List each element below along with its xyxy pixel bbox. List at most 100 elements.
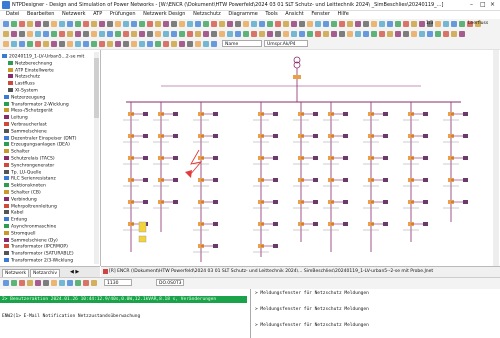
consumer-box[interactable] [213,134,218,138]
toolbar-icon[interactable] [283,21,289,27]
toolbar-icon[interactable] [11,41,17,47]
tree-item[interactable]: 20240119_1-LV-Urban5...2-se mit [2,54,84,60]
toolbar-icon[interactable] [395,21,401,27]
toolbar-icon[interactable] [115,21,121,27]
toolbar-icon[interactable] [211,21,217,27]
tree-item[interactable]: RLC Serienresistanz [4,176,56,182]
toolbar-icon[interactable] [307,31,313,37]
consumer-box[interactable] [383,200,388,204]
consumer-box[interactable] [463,200,468,204]
tree-scrollbar-thumb[interactable] [94,58,99,118]
bottom-toolbar-icon[interactable] [75,280,81,286]
toolbar-icon[interactable] [243,31,249,37]
toolbar-icon[interactable] [43,41,49,47]
toolbar-icon[interactable] [275,31,281,37]
toolbar-icon[interactable] [43,31,49,37]
fault-arrow-icon[interactable] [185,170,192,178]
toolbar-icon[interactable] [59,41,65,47]
toolbar-icon[interactable] [267,21,273,27]
toolbar-icon[interactable] [35,21,41,27]
toolbar-icon[interactable] [259,31,265,37]
fault-lightning-icon[interactable] [188,149,203,177]
tree-item[interactable]: Synchrongenerator [4,162,54,169]
toolbar-icon[interactable] [403,21,409,27]
toolbar-icon[interactable] [339,31,345,37]
toolbar-icon[interactable] [299,21,305,27]
consumer-box[interactable] [313,112,318,116]
consumer-box[interactable] [343,178,348,182]
toolbar-icon[interactable] [27,41,33,47]
toolbar-icon[interactable] [307,21,313,27]
toolbar-icon[interactable] [123,31,129,37]
consumer-box[interactable] [343,156,348,160]
toolbar-icon[interactable] [195,21,201,27]
toolbar-icon[interactable] [155,31,161,37]
toolbar-icon[interactable] [51,41,57,47]
combo-1[interactable]: 1130 [104,279,132,286]
toolbar-icon[interactable] [219,21,225,27]
toolbar-icon[interactable] [323,21,329,27]
consumer-box[interactable] [313,134,318,138]
toolbar-icon[interactable] [451,31,457,37]
toolbar-icon[interactable] [467,21,473,27]
toolbar-icon[interactable] [19,21,25,27]
toolbar-icon[interactable] [395,31,401,37]
toolbar-icon[interactable] [147,31,153,37]
toolbar-icon[interactable] [83,21,89,27]
toolbar-icon[interactable] [187,21,193,27]
toolbar-icon[interactable] [139,31,145,37]
toolbar-icon[interactable] [363,21,369,27]
consumer-box[interactable] [463,134,468,138]
consumer-box[interactable] [273,244,278,248]
toolbar-icon[interactable] [331,31,337,37]
toolbar-icon[interactable] [251,21,257,27]
toolbar-icon[interactable] [155,21,161,27]
toolbar-icon[interactable] [171,31,177,37]
canvas-scrollbar[interactable] [493,50,499,266]
toolbar-icon[interactable] [211,41,217,47]
toolbar-icon[interactable] [235,21,241,27]
toolbar-icon[interactable] [443,31,449,37]
maximize-icon[interactable]: □ [480,1,486,8]
consumer-box[interactable] [313,178,318,182]
consumer-box[interactable] [273,112,278,116]
toolbar-icon[interactable] [147,21,153,27]
consumer-box[interactable] [383,222,388,226]
toolbar-icon[interactable] [163,41,169,47]
message-highlight[interactable]: 2> Benutzeraktion 2024.01.26 10:44:12.9/… [0,296,247,303]
menu-bearbeiten[interactable]: Bearbeiten [26,11,55,17]
network-diagram[interactable] [101,50,492,266]
toolbar-icon[interactable] [435,21,441,27]
consumer-box[interactable] [213,156,218,160]
toolbar-icon[interactable] [11,31,17,37]
toolbar-icon[interactable] [387,21,393,27]
tree-item[interactable]: Mehrpoltrennleitung [4,203,57,210]
toolbar-icon[interactable] [203,41,209,47]
toolbar-icon[interactable] [107,31,113,37]
toolbar-icon[interactable] [123,41,129,47]
toolbar-icon[interactable] [115,41,121,47]
generator-box[interactable] [138,221,147,233]
tree-item[interactable]: Schutzrelais (TACS) [4,156,55,162]
consumer-box[interactable] [423,222,428,226]
zoom-select[interactable]: Name [222,40,262,47]
consumer-box[interactable] [343,200,348,204]
toolbar-icon[interactable] [99,31,105,37]
toolbar-icon[interactable] [3,31,9,37]
consumer-box[interactable] [423,134,428,138]
menu-hilfe[interactable]: Hilfe [337,11,349,17]
bottom-toolbar-icon[interactable] [83,280,89,286]
tree-item[interactable]: Netzberechnung [8,60,52,67]
toolbar-icon[interactable] [131,21,137,27]
tree-item[interactable]: Schalter (CB) [4,190,41,196]
toolbar-icon[interactable] [59,31,65,37]
consumer-box[interactable] [173,200,178,204]
combo-2[interactable]: DO.0S0T3 [156,279,184,286]
tree-item[interactable]: Verbindung [4,196,37,203]
consumer-box[interactable] [213,112,218,116]
toolbar-icon[interactable] [67,31,73,37]
toolbar-icon[interactable] [19,31,25,37]
toolbar-icon[interactable] [235,31,241,37]
bottom-toolbar-icon[interactable] [51,280,57,286]
consumer-box[interactable] [383,156,388,160]
